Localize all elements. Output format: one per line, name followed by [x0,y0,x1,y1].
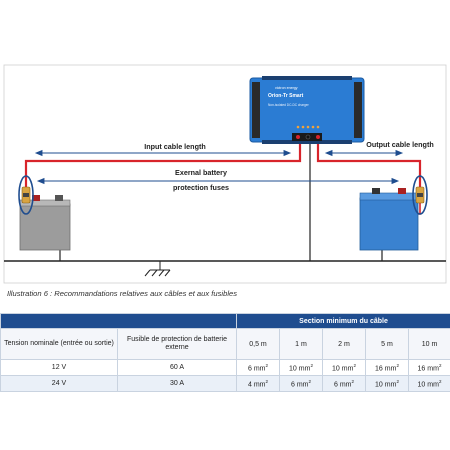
input-fuse [18,175,34,215]
section-cell: 10 mm2 [365,375,409,392]
fusible-header: Fusible de protection de batterie extern… [117,328,237,360]
cable-section-table: Section minimum du câble Tension nominal… [0,313,450,392]
input-battery [19,195,71,251]
device-name: Orion-Tr Smart [268,93,304,99]
table-row: 12 V 60 A 6 mm2 10 mm2 10 mm2 16 mm2 16 … [0,359,450,376]
input-cable-length-label: Input cable length [144,142,206,151]
tension-cell: 24 V [0,375,118,392]
section-cell: 10 mm2 [322,359,366,376]
tension-header: Tension nominale (entrée ou sortie) [0,328,118,360]
length-header: 5 m [365,328,409,360]
section-header: Section minimum du câble [236,313,450,329]
output-cable-length-label: Output cable length [366,140,433,149]
fusible-cell: 60 A [117,359,237,376]
fusible-cell: 30 A [117,375,237,392]
section-cell: 6 mm2 [236,359,280,376]
fuse-label-line2: protection fuses [173,183,229,192]
output-battery [359,188,419,251]
length-header: 10 m [408,328,450,360]
orion-charger [249,76,365,144]
section-cell: 16 mm2 [408,359,450,376]
length-header: 0,5 m [236,328,280,360]
section-cell: 10 mm2 [408,375,450,392]
header-blank [0,313,237,329]
figure-caption: Illustration 6 : Recommandations relativ… [7,289,238,298]
section-cell: 16 mm2 [365,359,409,376]
section-cell: 6 mm2 [322,375,366,392]
length-header: 1 m [279,328,323,360]
output-fuse [412,175,428,215]
table-row: 24 V 30 A 4 mm2 6 mm2 6 mm2 10 mm2 10 mm… [0,375,450,392]
wiring-diagram: victron energy Orion-Tr Smart Non-isolat… [3,64,447,284]
device-brand: victron energy [275,86,298,90]
length-header: 2 m [322,328,366,360]
fuse-label-line1: Exernal battery [175,168,227,177]
section-cell: 4 mm2 [236,375,280,392]
device-subtitle: Non-isolated DC-DC charger [268,103,310,107]
status-led [296,125,300,129]
section-cell: 10 mm2 [279,359,323,376]
section-cell: 6 mm2 [279,375,323,392]
tension-cell: 12 V [0,359,118,376]
ground-icon [144,261,171,277]
